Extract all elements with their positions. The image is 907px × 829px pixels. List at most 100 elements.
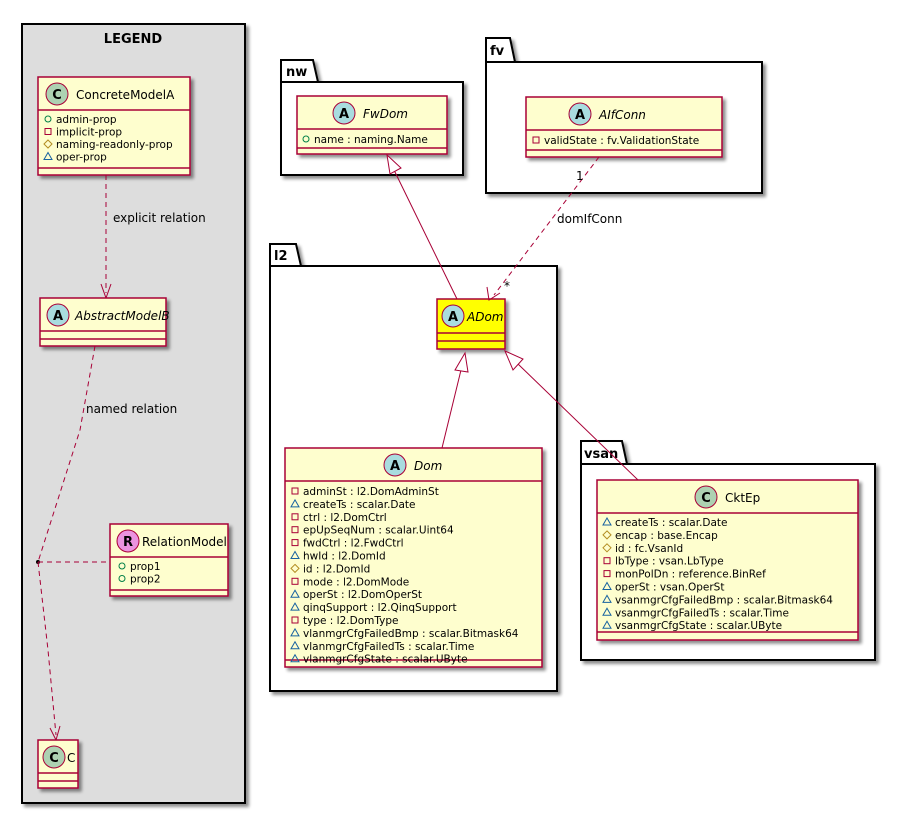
attribute: encap : base.Encap [615, 530, 718, 542]
protected-visibility-icon [602, 530, 612, 540]
class-name: CktEp [725, 491, 760, 505]
class-name: C [67, 751, 75, 765]
stereotype-letter: A [448, 310, 458, 325]
inheritance-arrowhead [386, 153, 402, 175]
attribute: createTs : scalar.Date [615, 517, 728, 529]
class-name: FwDom [363, 107, 408, 121]
private-visibility-icon [291, 616, 299, 624]
attribute-list: name : naming.Name [302, 134, 428, 146]
class-abstract-model-b[interactable]: A AbstractModelB [39, 297, 170, 347]
named-relation-label: named relation [86, 402, 177, 416]
package-visibility-icon [602, 581, 612, 590]
protected-visibility-icon [290, 563, 300, 574]
package-visibility-icon [602, 620, 612, 629]
package-visibility-icon [602, 516, 612, 526]
private-visibility-icon [532, 136, 540, 144]
package-vsan[interactable]: vsan C CktEp createTs : scalar.Dateencap… [580, 440, 876, 661]
attribute: name : naming.Name [314, 134, 428, 146]
inheritance-dom-adom [441, 351, 469, 449]
class-adom[interactable]: A ADom [436, 298, 506, 350]
stereotype-letter: A [53, 309, 63, 324]
class-name: RelationModel [142, 535, 227, 549]
class-stereotype-icon [694, 485, 718, 509]
association-domifconn: domIfConn 1 * [486, 156, 622, 301]
inheritance-adom-fwdom [386, 153, 458, 300]
attribute: oper-prop [56, 152, 107, 164]
class-fwdom[interactable]: A FwDom name : naming.Name [296, 95, 448, 155]
package-visibility-icon [602, 594, 612, 603]
attribute: epUpSeqNum : scalar.Uint64 [303, 525, 454, 537]
attribute: operSt : l2.DomOperSt [303, 589, 422, 601]
private-visibility-icon [291, 577, 299, 585]
package-name: vsan [584, 447, 618, 462]
attribute: id : l2.DomId [303, 563, 370, 575]
attribute: fwdCtrl : l2.FwdCtrl [303, 538, 404, 550]
package-visibility-icon [290, 653, 300, 663]
attribute: vlanmgrCfgState : scalar.UByte [303, 654, 468, 666]
package-visibility-icon [290, 627, 300, 637]
class-name: ADom [466, 310, 503, 324]
package-visibility-icon [602, 607, 612, 616]
attribute: hwId : l2.DomId [303, 551, 386, 563]
package-visibility-icon [43, 151, 53, 160]
explicit-relation-label: explicit relation [113, 211, 206, 225]
inheritance-cktep-adom [504, 350, 639, 481]
public-visibility-icon [118, 562, 126, 570]
stereotype-letter: C [701, 491, 711, 506]
attribute: monPolDn : reference.BinRef [615, 569, 766, 581]
private-visibility-icon [291, 487, 299, 495]
attribute: id : fc.VsanId [615, 543, 683, 555]
attribute: vsanmgrCfgFailedBmp : scalar.Bitmask64 [615, 594, 833, 606]
package-l2[interactable]: l2 A ADom A Dom adminSt : l2.DomAdminStc… [269, 243, 558, 692]
private-visibility-icon [291, 539, 299, 547]
stereotype-letter: C [49, 751, 59, 766]
legend: LEGEND C ConcreteModelA admin-propimplic… [21, 23, 246, 804]
stereotype-letter: A [575, 108, 585, 123]
package-name: nw [286, 65, 307, 80]
package-visibility-icon [290, 589, 300, 598]
inheritance-arrowhead [454, 351, 469, 373]
private-visibility-icon [291, 513, 299, 521]
package-visibility-icon [290, 498, 300, 508]
package-nw[interactable]: nw A FwDom name : naming.Name [280, 59, 464, 176]
attribute: qinqSupport : l2.QinqSupport [303, 602, 457, 614]
named-relation-link: named relation [36, 345, 177, 742]
public-visibility-icon [44, 115, 52, 123]
attribute: validState : fv.ValidationState [544, 135, 699, 147]
public-visibility-icon [118, 575, 126, 582]
class-name: Dom [414, 459, 442, 473]
property-list: admin-propimplicit-propnaming-readonly-p… [43, 114, 173, 164]
class-name: ConcreteModelA [76, 88, 175, 102]
abstract-stereotype-icon [332, 101, 356, 125]
class-stereotype-icon [45, 82, 69, 106]
class-c[interactable]: C C [37, 739, 79, 789]
attribute: operSt : vsan.OperSt [615, 582, 724, 594]
class-name: AbstractModelB [74, 309, 170, 323]
private-visibility-icon [603, 570, 611, 578]
package-name: l2 [274, 249, 288, 264]
class-aifconn[interactable]: A AIfConn validState : fv.ValidationStat… [525, 96, 723, 158]
abstract-stereotype-icon [383, 453, 407, 477]
target-multiplicity: * [504, 279, 510, 293]
attribute-list: validState : fv.ValidationState [532, 135, 699, 147]
package-fv[interactable]: fv A AIfConn validState : fv.ValidationS… [485, 37, 763, 194]
attribute: prop2 [130, 574, 161, 586]
stereotype-letter: A [390, 459, 400, 474]
stereotype-letter: C [52, 88, 62, 103]
class-concrete-model-a[interactable]: C ConcreteModelA admin-propimplicit-prop… [37, 76, 191, 176]
protected-visibility-icon [43, 139, 53, 149]
attribute: prop1 [130, 561, 161, 573]
attribute: lbType : vsan.LbType [615, 556, 724, 568]
attribute: implicit-prop [56, 127, 122, 139]
package-name: fv [490, 44, 505, 59]
abstract-stereotype-icon [441, 304, 465, 328]
package-visibility-icon [290, 640, 300, 650]
class-name: AIfConn [598, 108, 646, 122]
legend-title: LEGEND [104, 32, 163, 47]
attribute: vlanmgrCfgFailedBmp : scalar.Bitmask64 [303, 628, 519, 640]
